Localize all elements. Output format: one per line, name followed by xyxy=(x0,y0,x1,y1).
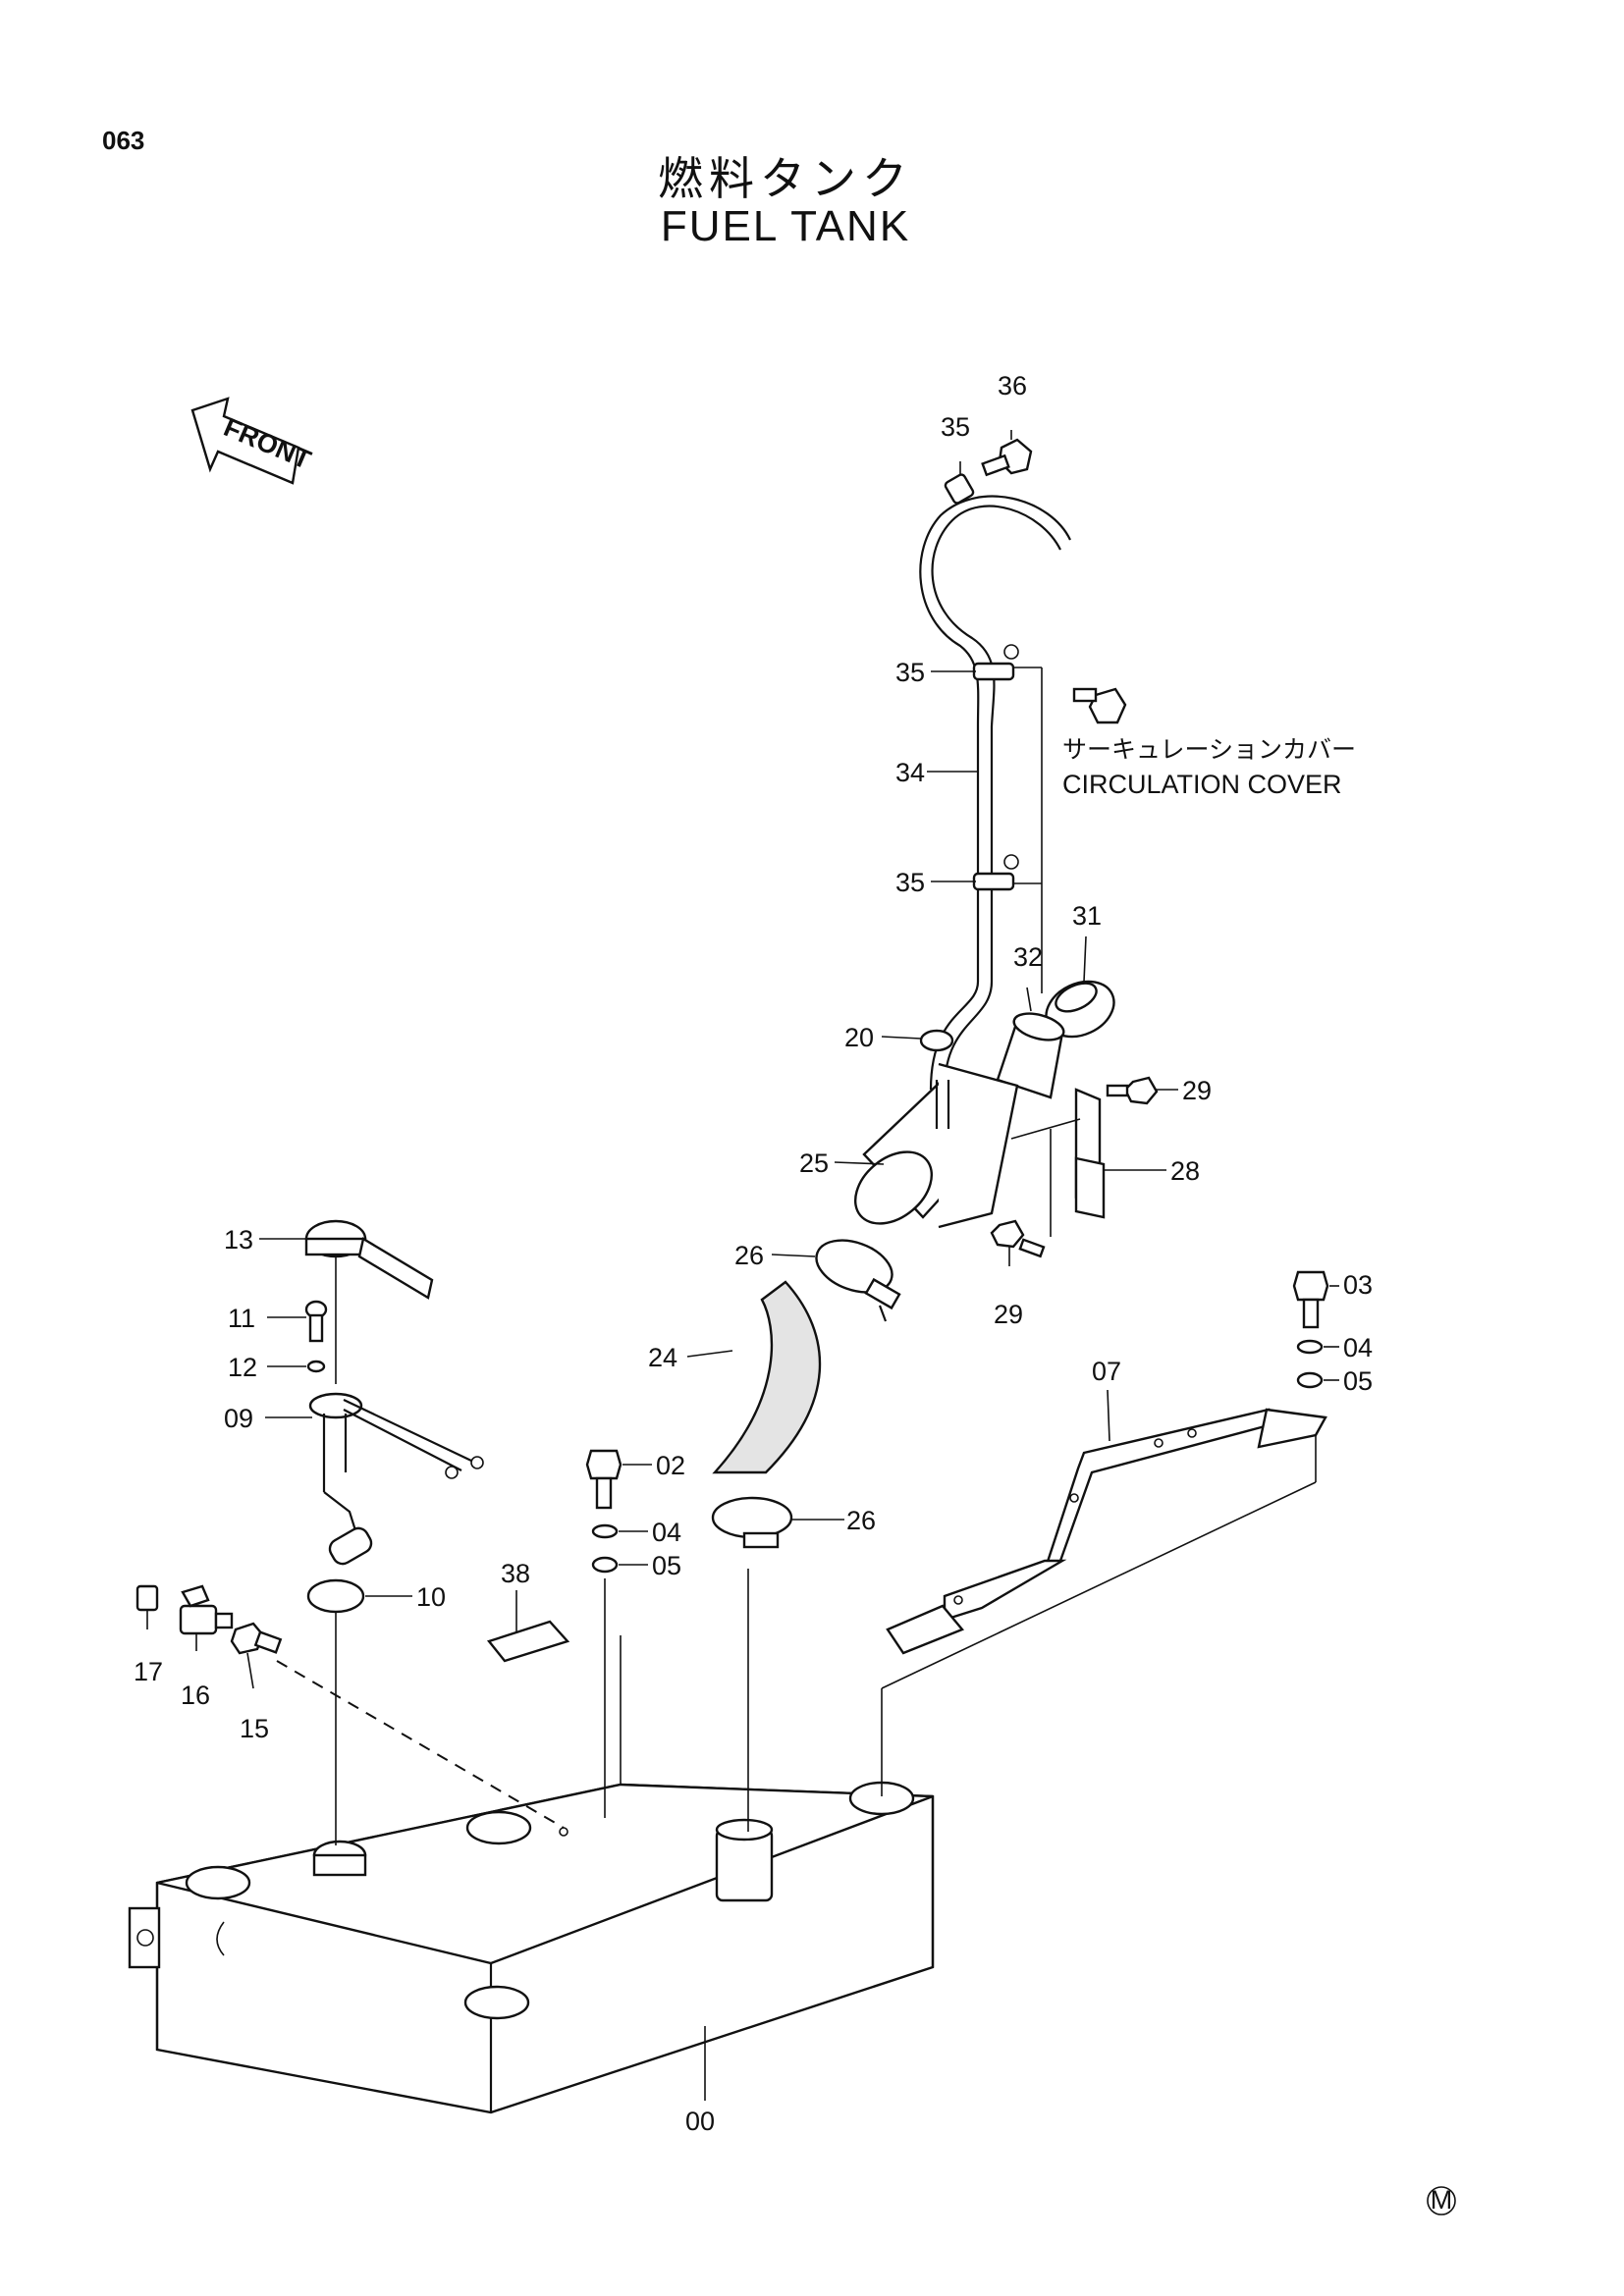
hose-clamp xyxy=(815,1239,901,1322)
callout-labels: 36 35 35 34 35 31 32 20 29 25 28 26 29 0… xyxy=(134,371,1373,2136)
callout-04: 04 xyxy=(1343,1333,1373,1362)
callout-29: 29 xyxy=(994,1300,1023,1329)
pipe-clamp xyxy=(944,473,1019,891)
lock-washer-icon xyxy=(1296,1339,1324,1355)
drain-guide-line xyxy=(276,1660,565,1829)
callout-07: 07 xyxy=(1092,1357,1121,1386)
drain-cock-16-icon xyxy=(179,1584,234,1635)
callout-05: 05 xyxy=(652,1551,681,1580)
adapter-15-icon xyxy=(230,1622,283,1655)
title-english: FUEL TANK xyxy=(660,202,911,250)
filler-hose xyxy=(712,1280,822,1474)
bolt-icon xyxy=(981,438,1033,477)
plug-17-icon xyxy=(135,1584,159,1612)
callout-32: 32 xyxy=(1013,942,1043,972)
callout-16: 16 xyxy=(181,1681,210,1710)
circulation-cover-label-jp: サーキュレーションカバー xyxy=(1062,735,1356,764)
hose-clamp-lower xyxy=(711,1496,793,1549)
callout-26: 26 xyxy=(734,1241,764,1270)
callout-15: 15 xyxy=(240,1714,269,1743)
callout-02: 02 xyxy=(656,1451,685,1480)
callout-20: 20 xyxy=(844,1023,874,1052)
washer-icon xyxy=(1296,1371,1324,1389)
callout-35: 35 xyxy=(895,868,925,897)
callout-28: 28 xyxy=(1170,1156,1200,1186)
bolt-03-icon xyxy=(1292,1270,1329,1329)
callout-31: 31 xyxy=(1072,901,1102,931)
washer-center-icon xyxy=(591,1556,619,1574)
callout-36: 36 xyxy=(998,371,1027,400)
callout-35: 35 xyxy=(941,412,970,442)
leader-lines xyxy=(146,430,1339,2101)
callout-13: 13 xyxy=(224,1225,253,1255)
callout-38: 38 xyxy=(501,1559,530,1588)
fuel-tank xyxy=(128,1635,935,2114)
lock-washer-center-icon xyxy=(591,1523,619,1539)
washer-12-icon xyxy=(306,1360,326,1373)
filler-assembly xyxy=(853,980,1159,1258)
callout-29: 29 xyxy=(1182,1076,1212,1105)
stay-bracket xyxy=(881,1408,1327,1796)
callout-26: 26 xyxy=(846,1506,876,1535)
circulation-pipe xyxy=(919,495,1071,1091)
cover-bolt-icon xyxy=(1072,687,1127,724)
level-sensor xyxy=(308,1392,484,1566)
callout-24: 24 xyxy=(648,1343,677,1372)
callout-34: 34 xyxy=(895,758,925,787)
callout-09: 09 xyxy=(224,1404,253,1433)
title-japanese: 燃料タンク xyxy=(658,152,913,205)
bolt-02-icon xyxy=(585,1449,623,1510)
plate-icon xyxy=(486,1620,570,1663)
callout-35: 35 xyxy=(895,658,925,687)
sensor-cover xyxy=(304,1219,434,1300)
page-number: 063 xyxy=(102,126,145,155)
callout-00: 00 xyxy=(685,2107,715,2136)
gasket-10-icon xyxy=(306,1578,365,1614)
callout-10: 10 xyxy=(416,1582,446,1612)
callout-05: 05 xyxy=(1343,1366,1373,1396)
m-mark-icon: M xyxy=(1427,2185,1456,2216)
front-arrow-icon: FRONT xyxy=(190,397,315,485)
callout-25: 25 xyxy=(799,1148,829,1178)
callout-12: 12 xyxy=(228,1353,257,1382)
circulation-cover-label-en: CIRCULATION COVER xyxy=(1062,770,1342,799)
callout-03: 03 xyxy=(1343,1270,1373,1300)
callout-11: 11 xyxy=(228,1304,255,1333)
screw-11-icon xyxy=(304,1300,328,1343)
m-mark-label: M xyxy=(1431,2185,1453,2215)
callout-04: 04 xyxy=(652,1518,681,1547)
callout-17: 17 xyxy=(134,1657,163,1686)
